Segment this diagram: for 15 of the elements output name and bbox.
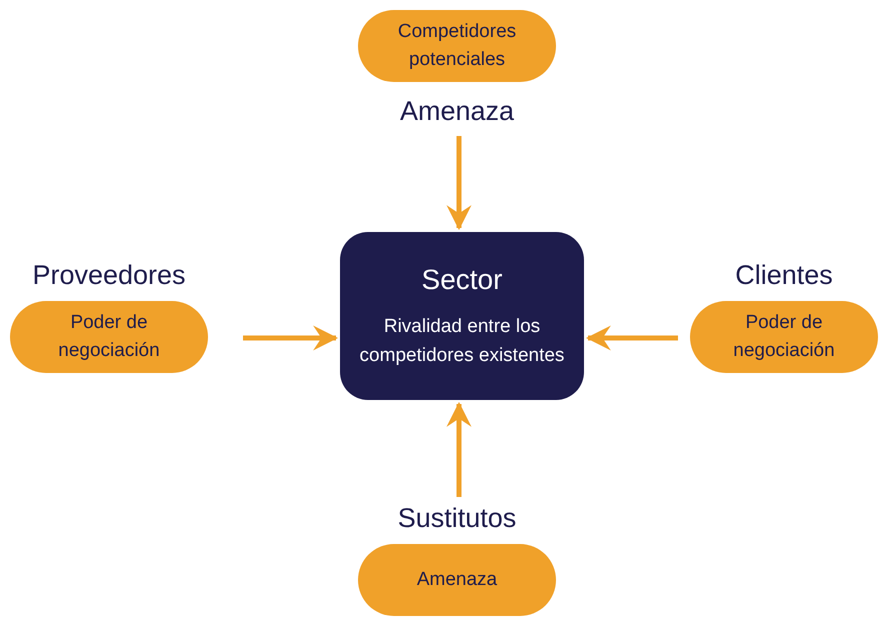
pill-text: Poder de negociación — [57, 310, 161, 363]
group-heading: Sustitutos — [398, 505, 516, 532]
box-heading: Sector — [422, 263, 502, 297]
arrow — [586, 326, 678, 350]
box-body: Rivalidad entre los competidores existentes — [358, 315, 566, 368]
arrow — [446, 402, 472, 497]
arrow — [243, 326, 338, 350]
pill-text: Competidores potenciales — [396, 20, 518, 72]
group-heading: Clientes — [735, 262, 833, 289]
arrow — [446, 136, 472, 230]
pill-text: Amenaza — [416, 568, 498, 592]
sector-box — [340, 232, 584, 400]
group-heading: Amenaza — [400, 98, 514, 125]
group-heading: Proveedores — [32, 262, 186, 289]
pill-text: Poder de negociación — [732, 310, 836, 363]
